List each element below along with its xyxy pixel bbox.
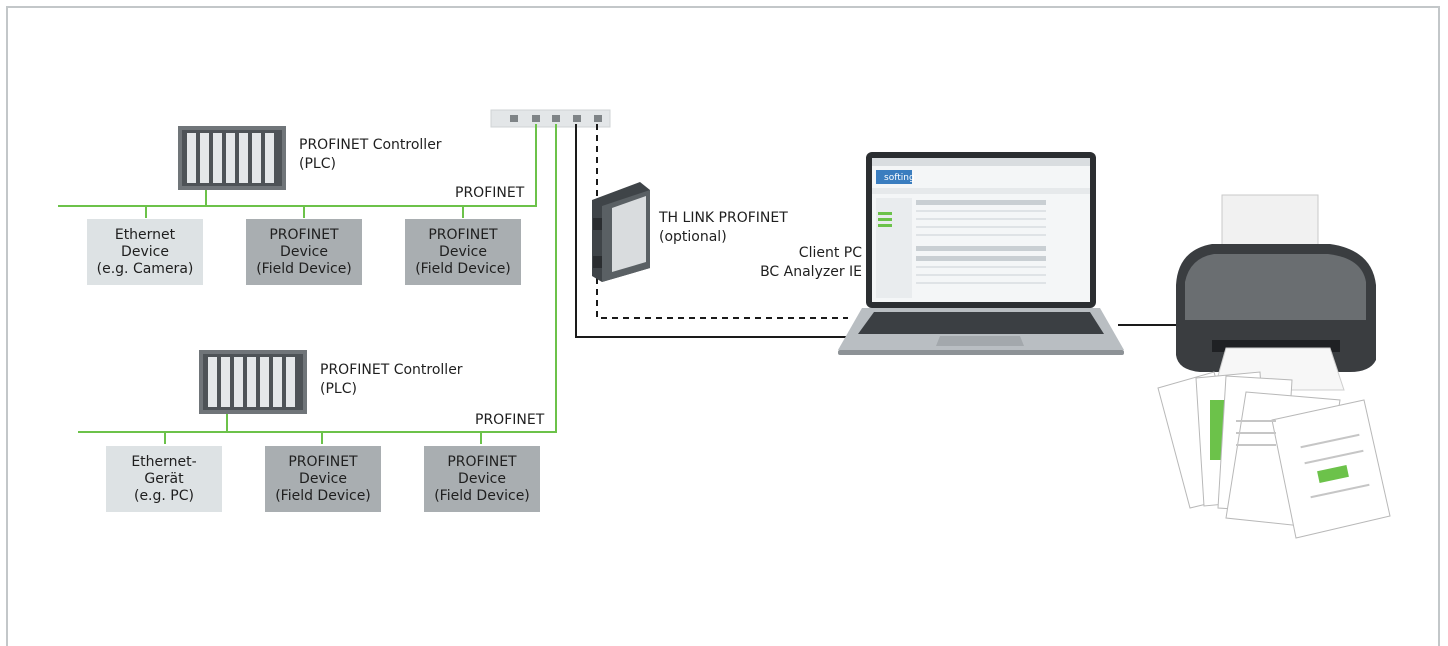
plc-controller-b — [199, 350, 307, 414]
device-label: Ethernet Device (e.g. Camera) — [96, 226, 194, 277]
device-label: PROFINET Device (Field Device) — [415, 226, 511, 277]
diagram-frame — [6, 6, 1440, 646]
profinet-bus-b — [78, 124, 557, 444]
device-b-profinet-2: PROFINET Device (Field Device) — [424, 446, 540, 512]
profinet-label-b: PROFINET — [475, 412, 545, 428]
th-link-device — [592, 182, 650, 282]
device-label: PROFINET Device (Field Device) — [434, 453, 530, 504]
switch-port — [510, 115, 518, 122]
report-pages — [1157, 371, 1391, 539]
switch-port — [573, 115, 581, 122]
device-a-ethernet: Ethernet Device (e.g. Camera) — [87, 219, 203, 285]
device-label: PROFINET Device (Field Device) — [256, 226, 352, 277]
th-link-label: TH LINK PROFINET (optional) — [659, 210, 788, 245]
client-cable — [575, 124, 848, 338]
switch-port — [532, 115, 540, 122]
ethernet-switch — [490, 109, 611, 128]
device-label: PROFINET Device (Field Device) — [275, 453, 371, 504]
plc-controller-b-label: PROFINET Controller (PLC) — [320, 362, 463, 397]
plc-controller-a — [178, 126, 286, 190]
device-label: Ethernet- Gerät (e.g. PC) — [131, 453, 197, 504]
switch-port — [594, 115, 602, 122]
device-b-profinet-1: PROFINET Device (Field Device) — [265, 446, 381, 512]
profinet-bus-a — [58, 124, 537, 218]
printer — [1176, 194, 1376, 391]
device-b-ethernet: Ethernet- Gerät (e.g. PC) — [106, 446, 222, 512]
device-a-profinet-2: PROFINET Device (Field Device) — [405, 219, 521, 285]
laptop-client-pc — [838, 152, 1124, 355]
laptop-screen-brand: softing — [884, 173, 915, 183]
client-pc-label: Client PC BC Analyzer IE — [760, 245, 862, 280]
profinet-label-a: PROFINET — [455, 185, 525, 201]
switch-port — [552, 115, 560, 122]
plc-controller-a-label: PROFINET Controller (PLC) — [299, 137, 442, 172]
device-a-profinet-1: PROFINET Device (Field Device) — [246, 219, 362, 285]
